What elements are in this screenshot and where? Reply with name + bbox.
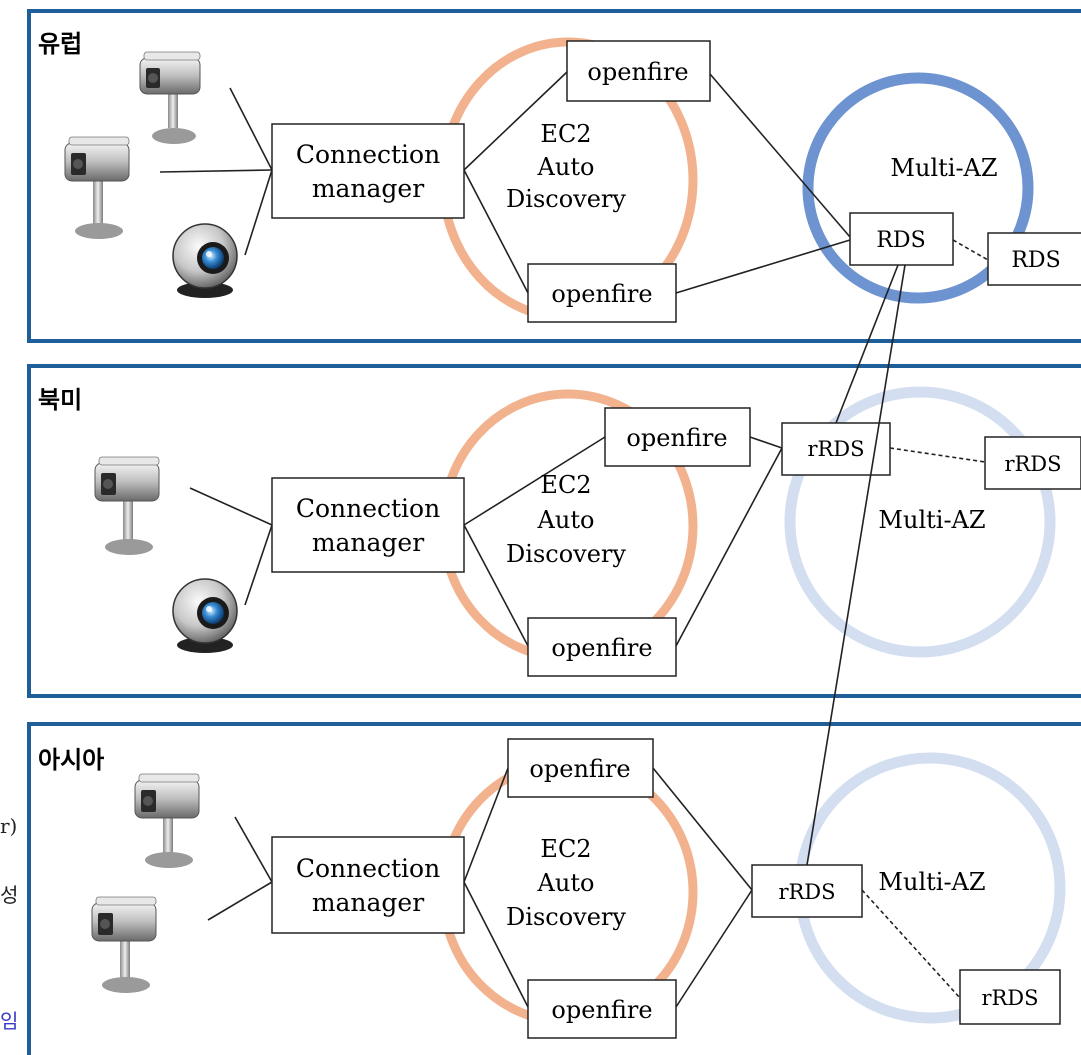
svg-text:rRDS: rRDS: [981, 986, 1038, 1010]
openfire-box-bottom: openfire: [527, 263, 677, 323]
openfire-box-top: openfire: [604, 407, 751, 467]
connectors: [189, 436, 986, 647]
svg-text:EC2: EC2: [540, 835, 591, 863]
region-label: 아시아: [38, 746, 104, 774]
svg-text:Auto: Auto: [537, 153, 595, 181]
svg-text:RDS: RDS: [876, 228, 925, 253]
cut-text-2: 성: [0, 883, 18, 907]
svg-text:openfire: openfire: [626, 424, 727, 452]
region-label: 북미: [38, 386, 82, 414]
security-camera-icon: [64, 136, 130, 239]
security-camera-icon: [91, 896, 157, 993]
svg-text:Discovery: Discovery: [506, 185, 626, 213]
panel-europe: 유럽 Connection manager EC2 Auto Discovery: [27, 9, 1081, 343]
openfire-box-top: openfire: [566, 40, 711, 102]
openfire-box-bottom: openfire: [527, 979, 677, 1039]
rds-main-box: RDS: [849, 212, 954, 266]
webcam-icon: [172, 223, 238, 298]
svg-text:manager: manager: [312, 888, 424, 917]
replication-line-north-america: [835, 264, 899, 424]
panel-north-america: 북미 Connection manager EC2 Auto Discovery…: [27, 364, 1081, 698]
svg-text:Connection: Connection: [296, 854, 440, 883]
svg-text:openfire: openfire: [587, 58, 688, 86]
region-label: 유럽: [38, 30, 82, 58]
ec2-auto-discovery-label: EC2 Auto Discovery: [506, 120, 626, 213]
multi-az-ring: [784, 386, 1056, 658]
panel-asia: 아시아 Connection manager EC2 Auto Discover…: [27, 722, 1081, 1055]
svg-text:openfire: openfire: [551, 634, 652, 662]
connectors: [159, 71, 989, 294]
ec2-auto-discovery-label: EC2 Auto Discovery: [506, 471, 626, 568]
rrds-main-box: rRDS: [751, 864, 863, 918]
svg-text:EC2: EC2: [540, 120, 591, 148]
svg-text:rRDS: rRDS: [1004, 452, 1061, 476]
security-camera-icon: [94, 456, 160, 555]
svg-text:openfire: openfire: [529, 755, 630, 783]
replication-line-asia: [806, 264, 906, 866]
svg-text:openfire: openfire: [551, 280, 652, 308]
multi-az-label: Multi-AZ: [878, 868, 985, 896]
svg-text:rRDS: rRDS: [778, 880, 835, 904]
openfire-box-bottom: openfire: [527, 617, 677, 677]
svg-text:Auto: Auto: [537, 869, 595, 897]
cross-region-replication-lines: [806, 264, 906, 866]
openfire-box-top: openfire: [507, 738, 654, 798]
svg-text:manager: manager: [312, 528, 424, 557]
connectors: [207, 767, 961, 1008]
svg-text:EC2: EC2: [540, 471, 591, 499]
security-camera-icon: [134, 773, 200, 868]
svg-text:rRDS: rRDS: [807, 437, 864, 461]
svg-text:Auto: Auto: [537, 506, 595, 534]
cut-text-3: 임: [0, 1009, 18, 1033]
svg-text:Discovery: Discovery: [506, 903, 626, 931]
rrds-replica-box: rRDS: [959, 969, 1061, 1025]
svg-text:manager: manager: [312, 174, 424, 203]
svg-text:openfire: openfire: [551, 996, 652, 1024]
svg-text:RDS: RDS: [1011, 248, 1060, 273]
multi-az-label: Multi-AZ: [878, 506, 985, 534]
cut-text-1: r): [0, 814, 17, 838]
ec2-auto-discovery-label: EC2 Auto Discovery: [506, 835, 626, 931]
svg-text:Connection: Connection: [296, 140, 440, 169]
multi-az-label: Multi-AZ: [890, 154, 997, 182]
svg-text:Discovery: Discovery: [506, 540, 626, 568]
security-camera-icon: [139, 51, 201, 144]
webcam-icon: [172, 578, 238, 653]
connection-manager-box: Connection manager: [271, 123, 465, 219]
rrds-main-box: rRDS: [781, 422, 891, 476]
rrds-replica-box: rRDS: [984, 436, 1081, 490]
left-cut-text: r) 성 임: [0, 814, 18, 1033]
rds-replica-box: RDS: [987, 232, 1081, 286]
connection-manager-box: Connection manager: [271, 836, 465, 934]
connection-manager-box: Connection manager: [271, 477, 465, 573]
svg-text:Connection: Connection: [296, 494, 440, 523]
